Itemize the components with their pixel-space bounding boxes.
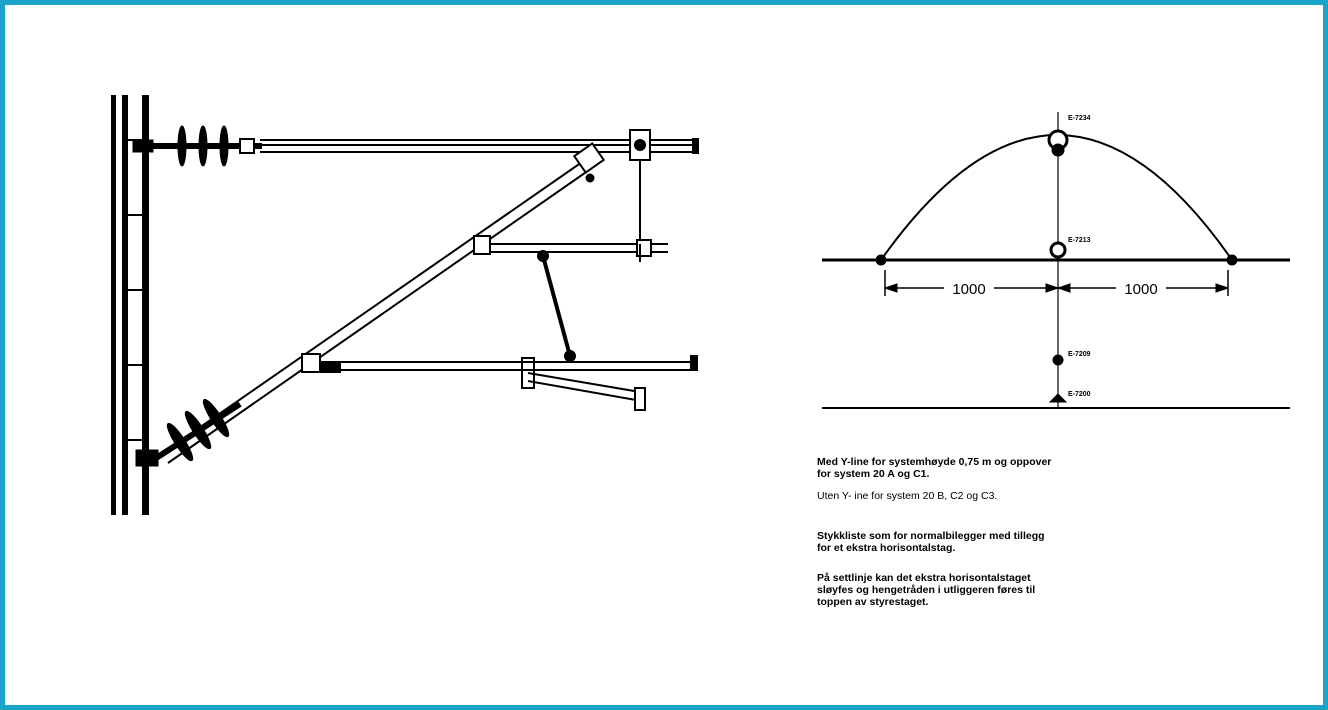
mast	[111, 95, 149, 515]
note-settlinje: På settlinje kan det ekstra horisontalst…	[817, 572, 1036, 608]
lower-tube	[301, 353, 698, 373]
note-without-y-line: Uten Y- ine for system 20 B, C2 og C3.	[817, 490, 998, 502]
tag-e7213: E-7213	[1068, 237, 1091, 244]
dimension-right: 1000	[1124, 281, 1157, 298]
registration-arm	[521, 357, 646, 411]
middle-stay	[473, 235, 668, 362]
tag-e7234: E-7234	[1068, 115, 1091, 122]
bottom-insulator	[135, 398, 242, 467]
top-clamp	[629, 129, 651, 245]
notes-block: Med Y-line for systemhøyde 0,75 m og opp…	[817, 456, 1117, 608]
elevation-view	[822, 112, 1290, 409]
tag-e7209: E-7209	[1068, 351, 1091, 358]
note-y-line: Med Y-line for systemhøyde 0,75 m og opp…	[817, 456, 1052, 480]
dimension-left: 1000	[952, 281, 985, 298]
top-insulator	[132, 125, 262, 167]
tag-e7200: E-7200	[1068, 391, 1091, 398]
note-parts-list: Stykkliste som for normalbilegger med ti…	[817, 530, 1045, 554]
diagonal-brace	[159, 142, 606, 464]
